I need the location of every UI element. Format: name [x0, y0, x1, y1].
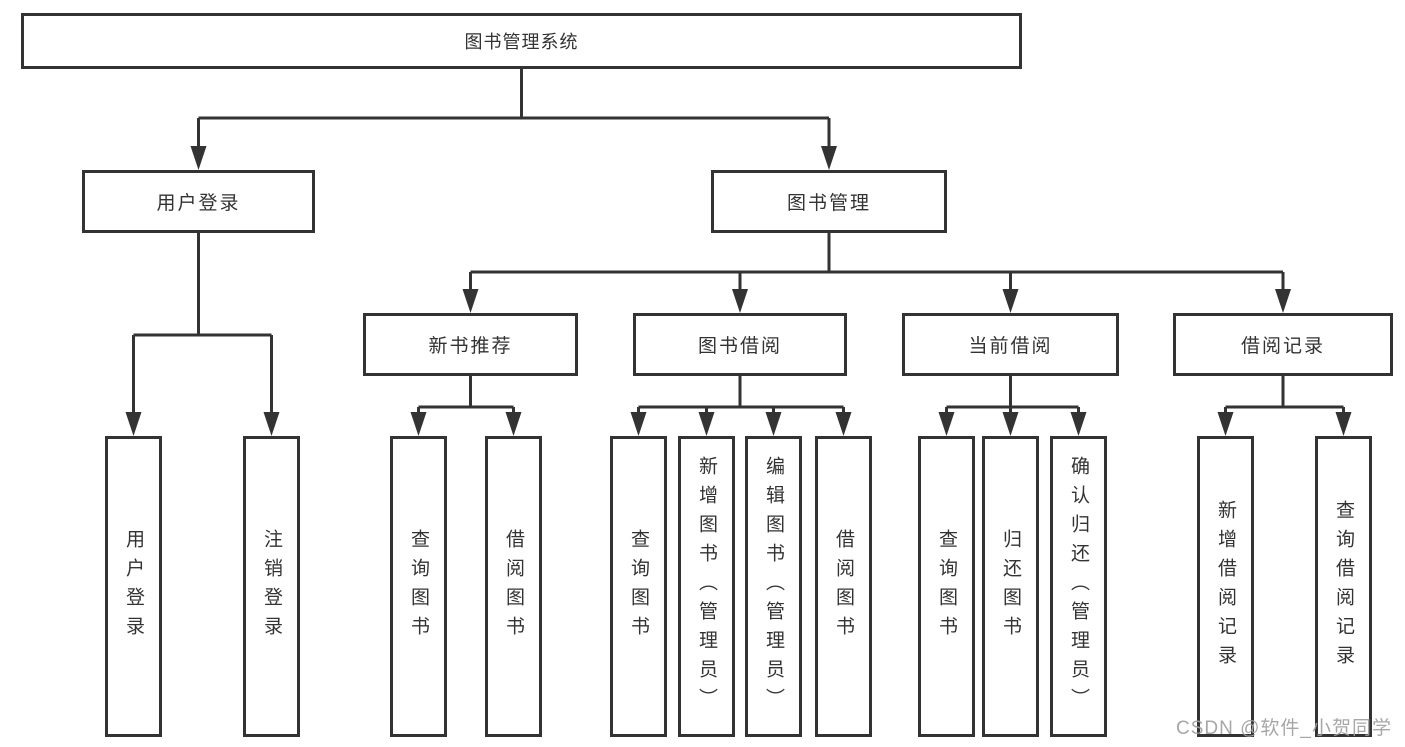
node-current-borrow: 当前借阅 — [902, 313, 1119, 376]
node-user-login: 用户登录 — [82, 170, 315, 233]
arrowhead — [505, 412, 522, 436]
arrowhead — [698, 412, 715, 436]
leaf-logout: 注销登录 — [243, 436, 300, 737]
leaf-add-borrow-record: 新增借阅记录 — [1197, 436, 1254, 737]
arrowhead — [462, 289, 479, 313]
node-root: 图书管理系统 — [21, 13, 1022, 69]
leaf-borrow-books: 借阅图书 — [815, 436, 872, 737]
connector-records-to-leaves — [1224, 376, 1345, 412]
node-label: 新书推荐 — [428, 336, 513, 357]
arrowhead — [1217, 412, 1234, 436]
arrowhead — [125, 412, 142, 436]
connector-newbook-to-leaves — [417, 376, 515, 412]
node-label: 当前借阅 — [968, 336, 1053, 357]
connector-root-to-level2 — [197, 69, 831, 146]
node-label: 注销登录 — [261, 528, 282, 645]
node-label: 图书借阅 — [697, 336, 782, 357]
arrowhead — [630, 412, 647, 436]
arrowhead — [1275, 289, 1291, 313]
leaf-add-book-admin: 新增图书（管理员） — [678, 436, 735, 737]
arrowhead — [1335, 412, 1352, 436]
node-new-book-recommend: 新书推荐 — [363, 313, 578, 376]
node-label: 编辑图书（管理员） — [763, 456, 784, 717]
arrowhead — [835, 412, 852, 436]
node-label: 新增借阅记录 — [1215, 499, 1236, 674]
connector-userlogin-to-leaves — [132, 233, 273, 412]
node-label: 新增图书（管理员） — [696, 456, 717, 717]
leaf-borrow-books-recommend: 借阅图书 — [485, 436, 542, 737]
node-label: 借阅记录 — [1240, 336, 1325, 357]
node-label: 用户登录 — [123, 528, 144, 645]
node-book-borrow: 图书借阅 — [633, 313, 847, 376]
connector-bookmgmt-to-level3 — [469, 233, 1285, 289]
leaf-confirm-return-admin: 确认归还（管理员） — [1050, 436, 1107, 737]
leaf-query-borrow-record: 查询借阅记录 — [1315, 436, 1372, 737]
leaf-query-books-current: 查询图书 — [918, 436, 975, 737]
node-label: 查询借阅记录 — [1333, 499, 1354, 674]
node-label: 借阅图书 — [833, 528, 854, 645]
leaf-query-books-borrow: 查询图书 — [610, 436, 667, 737]
arrowhead — [1002, 412, 1019, 436]
arrowhead — [1002, 289, 1019, 313]
node-label: 图书管理系统 — [464, 32, 579, 52]
node-label: 借阅图书 — [503, 528, 524, 645]
arrowhead — [732, 289, 748, 313]
leaf-user-login: 用户登录 — [105, 436, 162, 737]
leaf-return-book: 归还图书 — [982, 436, 1039, 737]
arrowhead — [1070, 412, 1087, 436]
connector-borrow-to-leaves — [637, 376, 845, 412]
node-label: 归还图书 — [1000, 528, 1021, 645]
arrowhead — [190, 146, 207, 170]
arrowhead — [938, 412, 955, 436]
node-label: 查询图书 — [408, 528, 429, 645]
arrowhead — [821, 146, 837, 170]
arrowhead — [263, 412, 280, 436]
node-label: 用户登录 — [156, 193, 241, 214]
node-label: 查询图书 — [936, 528, 957, 645]
arrowhead — [765, 412, 782, 436]
node-borrow-records: 借阅记录 — [1173, 313, 1393, 376]
node-book-management: 图书管理 — [711, 170, 947, 233]
leaf-edit-book-admin: 编辑图书（管理员） — [745, 436, 802, 737]
node-label: 确认归还（管理员） — [1068, 456, 1089, 717]
connector-current-to-leaves — [945, 376, 1080, 412]
leaf-query-books-recommend: 查询图书 — [390, 436, 447, 737]
node-label: 图书管理 — [786, 193, 871, 214]
csdn-watermark: CSDN @软件_小贺同学 — [1176, 718, 1392, 739]
node-label: 查询图书 — [628, 528, 649, 645]
arrowhead — [410, 412, 427, 436]
